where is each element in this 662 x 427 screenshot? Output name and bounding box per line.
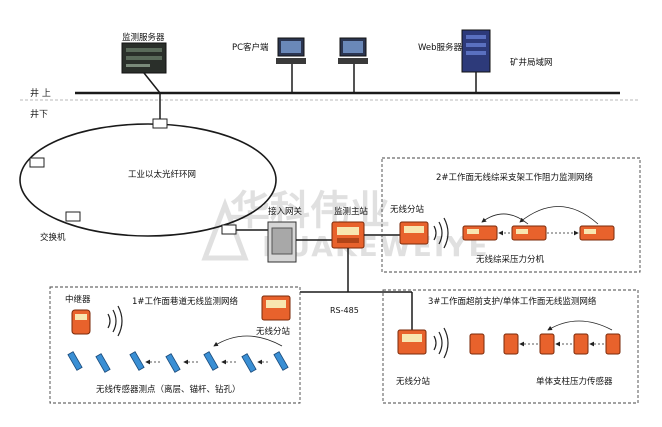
- switch-node-bottom: [65, 211, 81, 222]
- net1-sensors-label: 无线传感器测点（离层、锚杆、钻孔）: [96, 384, 241, 395]
- net1-substation-icon: [261, 295, 291, 321]
- web-server-label: Web服务器: [418, 42, 463, 53]
- net2-analyzer-icon-1: [462, 225, 498, 241]
- net2-box: [381, 157, 641, 273]
- net3-wireless-icon: [433, 327, 449, 359]
- net3-box: [382, 289, 639, 404]
- switch-node-right: [221, 224, 237, 235]
- monitor-station-label: 监测主站: [334, 206, 369, 217]
- web-server-icon: [461, 29, 491, 73]
- net2-analyzer-label: 无线综采压力分机: [476, 254, 545, 265]
- surface-label: 井 上: [30, 87, 51, 99]
- net1-substation-label: 无线分站: [256, 326, 291, 337]
- monitor-server-label: 监测服务器: [122, 32, 165, 43]
- underground-label: 井下: [30, 108, 48, 120]
- net2-substation-icon: [399, 221, 429, 245]
- net3-sensor-icons: [469, 333, 621, 355]
- net3-sensor-label: 单体支柱压力传感器: [536, 376, 613, 387]
- mine-lan-label: 矿井局域网: [510, 57, 553, 68]
- net3-substation-label: 无线分站: [396, 376, 431, 387]
- repeater-icon: [71, 309, 91, 335]
- rs485-label: RS-485: [330, 306, 359, 315]
- net2-analyzer-icon-2: [511, 225, 547, 241]
- fiber-ring: [19, 123, 277, 237]
- monitor-station-icon: [331, 221, 365, 249]
- ring-label: 工业以太光纤环网: [128, 169, 196, 180]
- pc-client-icon-1: [276, 37, 306, 64]
- net1-box: [49, 286, 301, 404]
- gateway-icon: [267, 221, 297, 263]
- net1-title: 1#工作面巷道无线监测网络: [132, 296, 239, 307]
- pc-client-label: PC客户端: [232, 42, 269, 53]
- pc-client-icon-2: [338, 37, 368, 64]
- net2-title: 2#工作面无线综采支架工作阻力监测网络: [436, 172, 594, 183]
- switch-node-top: [152, 118, 168, 129]
- net1-sensor-icons: [67, 351, 289, 373]
- net1-wireless-icon: [107, 305, 123, 337]
- repeater-label: 中继器: [65, 294, 91, 305]
- switch-node-left: [29, 157, 45, 168]
- gateway-label: 接入网关: [268, 206, 303, 217]
- net3-substation-icon: [397, 329, 427, 355]
- monitor-server-icon: [121, 42, 167, 74]
- switch-label: 交换机: [40, 232, 66, 243]
- net2-wireless-icon: [433, 217, 449, 249]
- net2-analyzer-icon-3: [579, 225, 615, 241]
- net2-substation-label: 无线分站: [390, 204, 425, 215]
- net3-title: 3#工作面超前支护/单体工作面无线监测网络: [428, 296, 597, 307]
